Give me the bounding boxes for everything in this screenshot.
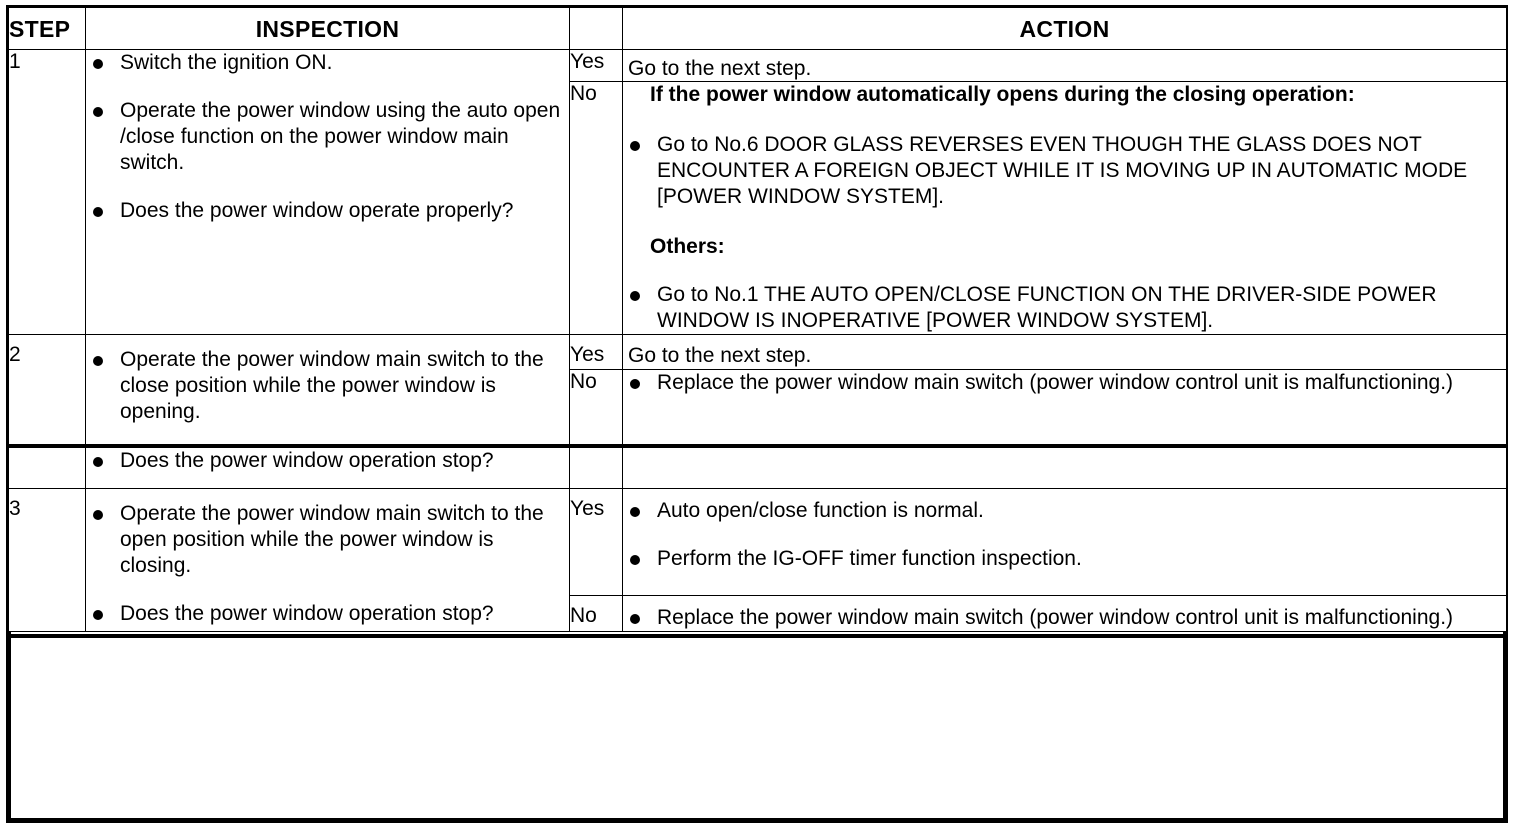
step-number-3: 3 — [8, 487, 86, 632]
table-row: No If the power window automatically ope… — [9, 81, 1507, 336]
answer-no-step-1: No — [569, 81, 623, 336]
table-row: No Replace the power window main switch … — [9, 368, 1507, 489]
list-item: Auto open/close function is normal. — [623, 498, 1506, 524]
action-text: Go to the next step. — [628, 57, 812, 80]
list-item: Go to No.6 DOOR GLASS REVERSES EVEN THOU… — [623, 132, 1506, 210]
inspection-cell-step-3: Operate the power window main switch to … — [85, 487, 570, 632]
action-cell-step-1-no: If the power window automatically opens … — [622, 81, 1507, 336]
inspection-bullet-list: Operate the power window main switch to … — [86, 501, 569, 627]
action-bullet-list: Replace the power window main switch (po… — [623, 605, 1506, 631]
action-bullet-list: Auto open/close function is normal. Perf… — [623, 498, 1506, 572]
action-subheading: Others: — [650, 235, 725, 259]
table-row: No Replace the power window main switch … — [9, 594, 1507, 632]
answer-yes-step-1: Yes — [569, 48, 623, 83]
action-bullet-list-primary: Go to No.6 DOOR GLASS REVERSES EVEN THOU… — [623, 132, 1506, 210]
action-heading: If the power window automatically opens … — [650, 83, 1355, 107]
list-item: Operate the power window main switch to … — [86, 347, 569, 425]
header-label-action: ACTION — [1019, 16, 1110, 42]
list-item: Operate the power window main switch to … — [86, 501, 569, 579]
header-cell-answer — [569, 7, 623, 50]
action-bullet-list: Replace the power window main switch (po… — [623, 370, 1506, 396]
table-row: 1 Switch the ignition ON. Operate the po… — [8, 48, 1507, 336]
list-item: Does the power window operate properly? — [86, 198, 569, 224]
list-item: Does the power window operation stop? — [86, 448, 569, 474]
action-text: Go to the next step. — [628, 344, 812, 368]
answer-no-step-3: No — [569, 594, 623, 632]
action-cell-step-1-yes: Go to the next step. — [622, 48, 1507, 83]
list-item: Go to No.1 THE AUTO OPEN/CLOSE FUNCTION … — [623, 282, 1506, 334]
list-item: Does the power window operation stop? — [86, 601, 569, 627]
header-cell-inspection: INSPECTION — [85, 7, 570, 50]
action-bullet-list-others: Go to No.1 THE AUTO OPEN/CLOSE FUNCTION … — [623, 282, 1506, 334]
header-cell-step: STEP — [8, 7, 86, 50]
step-separator-1 — [8, 444, 1506, 448]
inspection-bullet-list: Switch the ignition ON. Operate the powe… — [86, 50, 569, 224]
list-item: Perform the IG-OFF timer function inspec… — [623, 546, 1506, 572]
header-label-step: STEP — [9, 16, 71, 42]
list-item: Replace the power window main switch (po… — [623, 605, 1506, 631]
inspection-cell-step-1: Switch the ignition ON. Operate the powe… — [85, 48, 570, 336]
table-row: 3 Operate the power window main switch t… — [8, 487, 1507, 632]
inspection-cell-step-2: Operate the power window main switch to … — [85, 334, 570, 489]
list-item: Operate the power window using the auto … — [86, 98, 569, 176]
inspection-bullet-list: Operate the power window main switch to … — [86, 347, 569, 473]
diagnostic-troubleshooting-table: STEP INSPECTION ACTION 1 Switch the igni… — [8, 7, 1507, 632]
step-number-1: 1 — [8, 48, 86, 336]
action-cell-step-3-yes: Auto open/close function is normal. Perf… — [622, 487, 1507, 596]
answer-yes-step-3: Yes — [569, 487, 623, 596]
header-cell-action: ACTION — [622, 7, 1507, 50]
answer-yes-step-2: Yes — [569, 334, 623, 370]
list-item: Switch the ignition ON. — [86, 50, 569, 76]
action-cell-step-2-no: Replace the power window main switch (po… — [622, 368, 1507, 489]
step-separator-2 — [8, 634, 1506, 638]
action-cell-step-2-yes: Go to the next step. — [622, 334, 1507, 370]
answer-no-step-2: No — [569, 368, 623, 489]
step-number-2: 2 — [8, 334, 86, 489]
header-label-inspection: INSPECTION — [255, 16, 400, 42]
list-item: Replace the power window main switch (po… — [623, 370, 1506, 396]
action-cell-step-3-no: Replace the power window main switch (po… — [622, 594, 1507, 632]
table-header-row: STEP INSPECTION ACTION — [8, 7, 1507, 50]
table-border-bottom — [8, 818, 1506, 823]
table-row: 2 Operate the power window main switch t… — [8, 334, 1507, 489]
